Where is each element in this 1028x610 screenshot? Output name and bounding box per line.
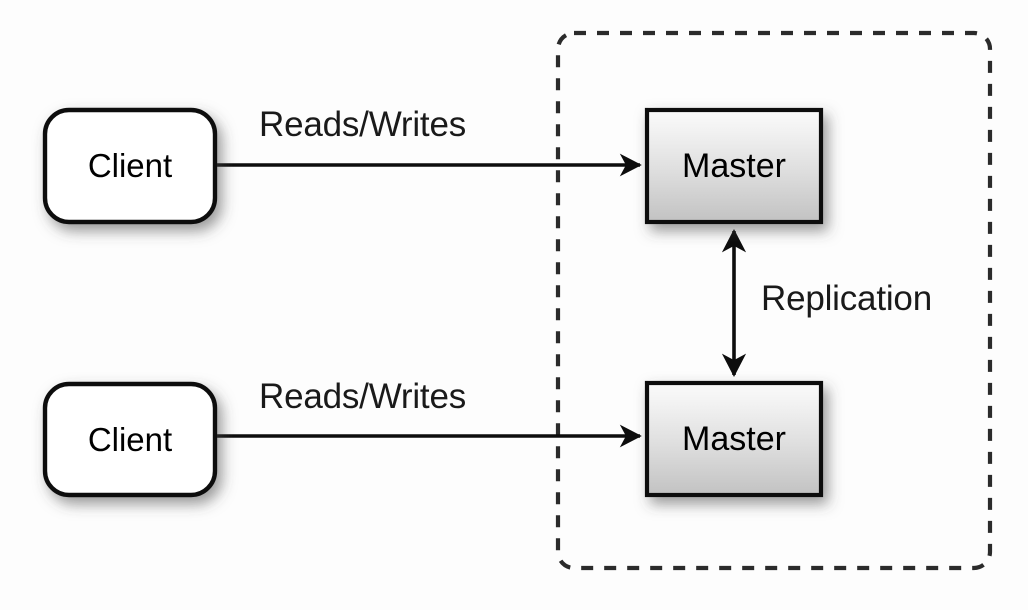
- node-shape-client-top[interactable]: [42, 107, 218, 225]
- node-shape-client-bottom[interactable]: [42, 381, 218, 498]
- edge-label-replication: Replication: [761, 279, 932, 318]
- edge-label-reads-writes-top: Reads/Writes: [259, 105, 467, 144]
- edge-label-reads-writes-bottom: Reads/Writes: [259, 377, 467, 416]
- cluster-boundary: [555, 30, 993, 571]
- node-shape-master-top[interactable]: [644, 107, 824, 225]
- node-shape-master-bottom[interactable]: [644, 380, 824, 498]
